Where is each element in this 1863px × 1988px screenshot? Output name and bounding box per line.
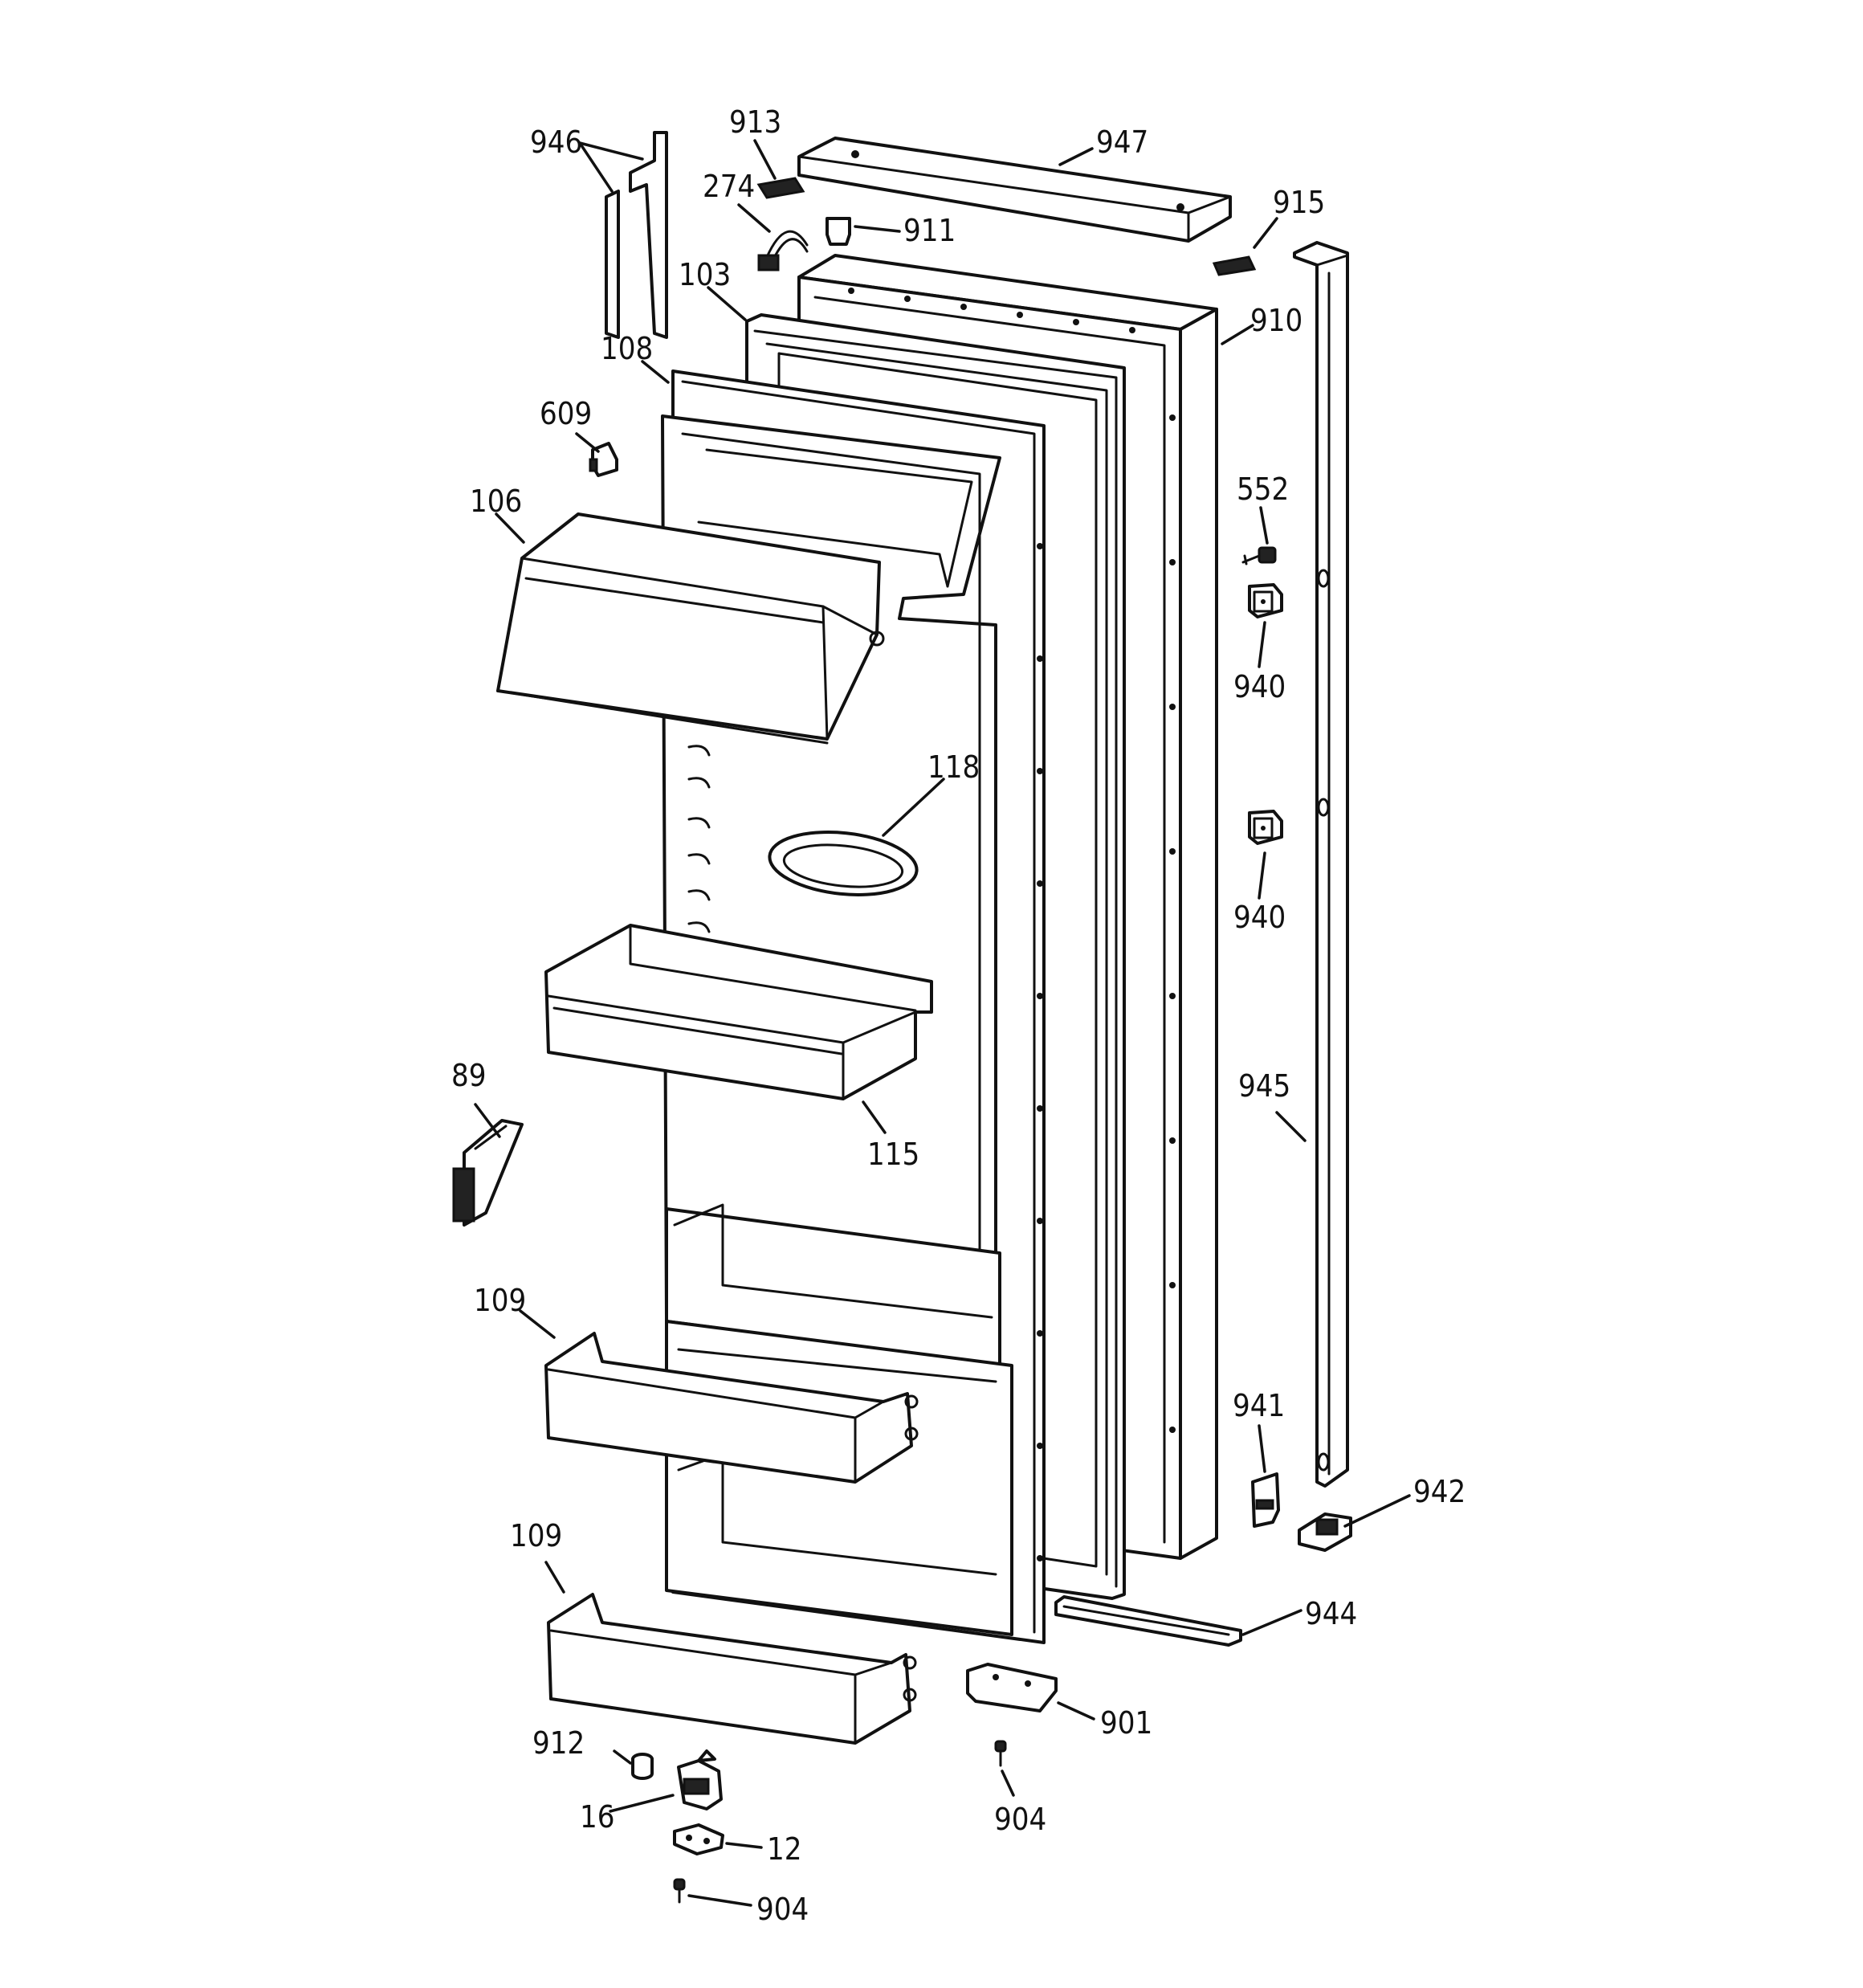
leader-lines xyxy=(474,139,1411,1907)
part-pad-913 xyxy=(756,177,805,199)
callout-106: 106 xyxy=(470,484,522,519)
part-screw-552 xyxy=(1241,546,1277,565)
callout-915: 915 xyxy=(1273,185,1325,220)
part-clip-940-lower xyxy=(1248,810,1283,845)
part-hinge-16 xyxy=(677,1749,723,1810)
part-cam-901 xyxy=(966,1663,1058,1712)
callout-16: 16 xyxy=(580,1799,615,1835)
callout-109a: 109 xyxy=(474,1283,526,1318)
callout-904b: 904 xyxy=(756,1892,809,1927)
callout-609: 609 xyxy=(540,396,592,431)
part-bracket-941 xyxy=(1251,1472,1280,1528)
callout-941: 941 xyxy=(1233,1388,1285,1423)
part-dairy-compartment-door xyxy=(496,512,885,745)
callout-552: 552 xyxy=(1237,471,1289,507)
callout-940a: 940 xyxy=(1233,669,1286,704)
callout-911: 911 xyxy=(903,213,956,248)
callout-947: 947 xyxy=(1096,125,1148,160)
part-door-handle-trim-946 xyxy=(605,131,668,339)
callout-12: 12 xyxy=(767,1831,802,1867)
part-door-bin-lower xyxy=(547,1593,917,1745)
part-plate-12 xyxy=(673,1823,724,1855)
callout-942: 942 xyxy=(1413,1474,1466,1509)
callout-109b: 109 xyxy=(510,1518,562,1553)
part-hinge-942 xyxy=(1298,1512,1352,1552)
callout-115: 115 xyxy=(867,1137,919,1172)
part-wire-harness-274 xyxy=(757,230,809,271)
callout-913: 913 xyxy=(729,104,781,140)
callout-103: 103 xyxy=(679,257,731,292)
part-top-cap-947 xyxy=(797,137,1232,243)
part-light-lens xyxy=(768,831,919,896)
callout-912: 912 xyxy=(532,1725,585,1761)
part-plug-911 xyxy=(826,217,851,246)
part-door-bin-upper xyxy=(544,1332,919,1484)
callout-940b: 940 xyxy=(1233,900,1286,935)
part-gasket-clip-89 xyxy=(452,1119,524,1227)
callout-945: 945 xyxy=(1238,1068,1290,1104)
callout-labels: 946 913 947 274 911 915 103 910 108 609 … xyxy=(451,104,1466,1927)
part-pad-915 xyxy=(1212,255,1257,276)
part-screw-904-left xyxy=(673,1878,686,1904)
part-bushing-912 xyxy=(631,1753,654,1780)
callout-89: 89 xyxy=(451,1058,487,1093)
part-door-shelf-bin xyxy=(544,924,933,1100)
callout-108: 108 xyxy=(601,331,653,366)
callout-904a: 904 xyxy=(994,1802,1046,1837)
part-bottom-trim-944 xyxy=(1054,1595,1242,1647)
callout-118: 118 xyxy=(927,749,980,785)
callout-944: 944 xyxy=(1305,1596,1357,1631)
part-hinge-side-trim-945 xyxy=(1293,241,1349,1488)
callout-910: 910 xyxy=(1250,303,1302,338)
callout-274: 274 xyxy=(703,169,755,204)
callout-901: 901 xyxy=(1100,1705,1152,1741)
callout-946: 946 xyxy=(530,125,582,160)
part-clip-940-upper xyxy=(1248,583,1283,618)
part-screw-904-right xyxy=(994,1740,1007,1767)
